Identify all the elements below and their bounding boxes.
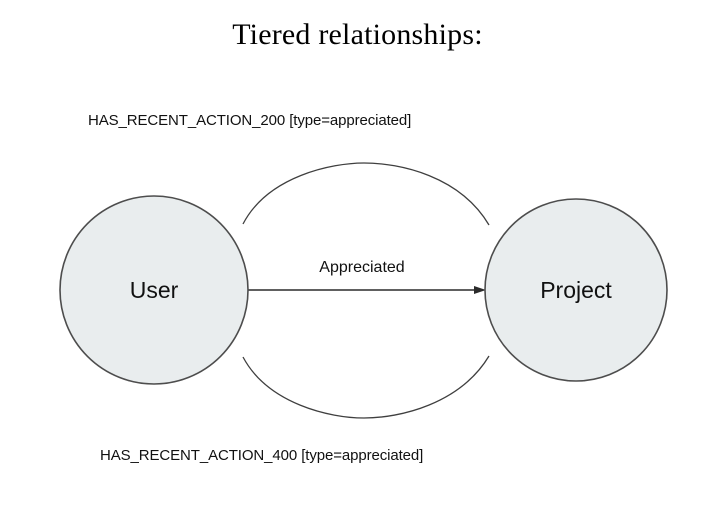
edge-label-has-recent-action-200: HAS_RECENT_ACTION_200 [type=appreciated] bbox=[88, 112, 412, 129]
edge-label-has-recent-action-400: HAS_RECENT_ACTION_400 [type=appreciated] bbox=[100, 447, 424, 464]
node-user[interactable] bbox=[59, 195, 249, 385]
node-user-label: User bbox=[130, 277, 179, 303]
edge-curve-bottom[interactable] bbox=[242, 355, 490, 419]
edge-label-appreciated: Appreciated bbox=[319, 259, 404, 276]
edge-curve-top[interactable] bbox=[242, 162, 490, 226]
node-project-label: Project bbox=[540, 277, 612, 303]
arrowhead-icon bbox=[474, 286, 486, 294]
page-title: Tiered relationships: bbox=[232, 18, 483, 51]
node-project[interactable] bbox=[484, 198, 668, 382]
